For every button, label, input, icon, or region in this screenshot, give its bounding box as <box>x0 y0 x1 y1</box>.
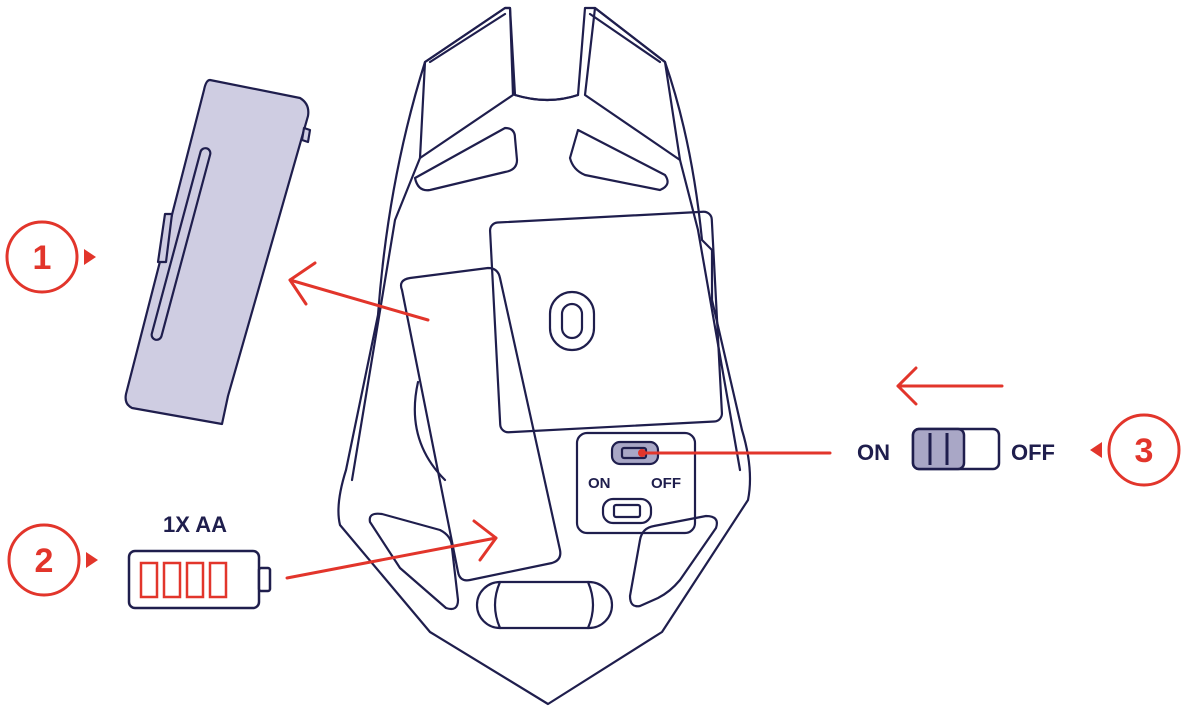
step-3-badge: 3 <box>1090 413 1181 487</box>
step-3-pointer-icon <box>1090 442 1102 458</box>
step-2-badge: 2 <box>7 523 98 597</box>
mouse-switch-on-label: ON <box>588 475 611 492</box>
step-3-leader-line <box>638 449 832 457</box>
power-switch-panel <box>575 431 697 535</box>
step-2-number: 2 <box>35 542 54 580</box>
glide-foot-bottom-right <box>628 514 718 608</box>
mouse-body-outline <box>337 6 752 706</box>
battery-icon <box>127 549 272 610</box>
glide-foot-bottom-left <box>368 512 460 611</box>
step-1-pointer-icon <box>84 249 96 265</box>
step-2-pointer-icon <box>86 552 98 568</box>
switch-off-label: OFF <box>1011 440 1055 465</box>
step-3-number: 3 <box>1135 432 1154 470</box>
optical-sensor <box>548 290 596 352</box>
mouse-right-button <box>583 6 682 162</box>
power-switch-slot-bottom <box>601 497 653 525</box>
switch-direction-arrow <box>896 366 1004 406</box>
power-switch-icon <box>911 427 1001 471</box>
step-1-arrowhead-icon <box>288 261 317 306</box>
glide-foot-top-left <box>413 126 519 192</box>
switch-on-label: ON <box>857 440 890 465</box>
mouse-switch-off-label: OFF <box>651 475 681 492</box>
step-1-badge: 1 <box>5 220 96 294</box>
battery-door <box>124 78 312 426</box>
step-1-arrow <box>288 261 430 322</box>
glide-foot-top-right <box>568 128 669 192</box>
mouse-underside <box>337 6 752 706</box>
power-switch-knob <box>911 427 966 471</box>
step-1-number: 1 <box>33 239 52 277</box>
left-arrowhead-icon <box>896 366 918 406</box>
step-2-arrow <box>285 519 498 580</box>
glide-foot-bottom-center <box>475 580 614 630</box>
battery-compartment <box>399 266 562 582</box>
mouse-left-button <box>418 6 515 160</box>
battery-type-label: 1X AA <box>163 512 227 537</box>
sensor-plate <box>488 210 724 434</box>
step-2-arrowhead-icon <box>472 519 498 562</box>
